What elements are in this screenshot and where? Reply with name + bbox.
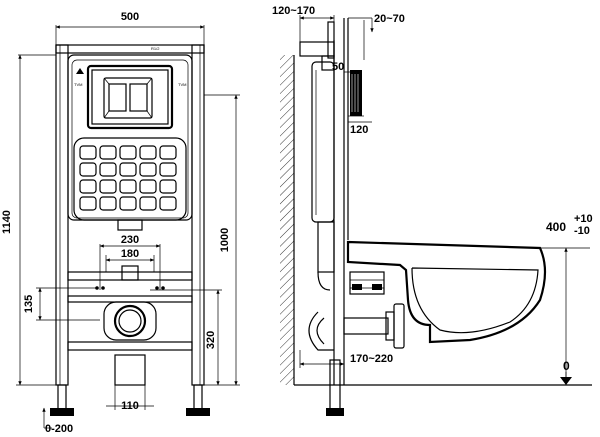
cistern-rib	[139, 162, 157, 177]
cistern-rib	[79, 179, 97, 194]
flush-plate-frame	[86, 64, 174, 130]
dim-230: 230	[99, 234, 161, 290]
dim-label-1140: 1140	[1, 210, 13, 234]
dim-110: 110	[106, 385, 154, 412]
dim-label-zero: 0	[563, 359, 570, 373]
cistern-rib	[99, 162, 117, 177]
cistern-bottom-tab	[117, 219, 143, 231]
side-lower-box	[317, 221, 335, 273]
cistern-rib	[159, 162, 177, 177]
side-stud-assembly	[349, 271, 385, 295]
warning-triangle-icon	[76, 68, 84, 74]
dim-0-200: 0-200	[42, 407, 73, 435]
flush-button-left	[108, 83, 127, 112]
dim-label-0-200: 0-200	[45, 423, 73, 435]
dim-20-70: 20~70	[348, 13, 405, 60]
bottom-rail	[67, 341, 193, 351]
dim-180: 180	[105, 248, 155, 272]
cistern-rib	[119, 162, 137, 177]
dim-label-320: 320	[205, 331, 217, 349]
dim-label-20-70: 20~70	[374, 13, 405, 25]
dim-bowl-height: 400 +10 -10	[546, 213, 593, 386]
dim-label-50: 50	[332, 61, 344, 73]
cistern-rib	[139, 179, 157, 194]
cistern-rib	[139, 145, 157, 160]
flush-button-right	[129, 83, 148, 112]
dim-label-135: 135	[23, 295, 35, 313]
dim-label-400-plus: +10	[574, 213, 593, 225]
dim-label-120: 120	[350, 124, 368, 136]
top-bar	[55, 44, 205, 54]
dim-label-400: 400	[546, 220, 566, 234]
wall-hatch	[280, 55, 294, 385]
flush-plate-lines	[351, 74, 359, 112]
middle-rail	[67, 271, 193, 281]
cistern-ribs	[79, 145, 177, 211]
dim-height-1000: 1000	[204, 94, 240, 386]
dim-50: 50	[332, 61, 362, 73]
drain-outlet-outer	[113, 304, 147, 338]
drain-outlet-inner	[118, 309, 142, 333]
drain-housing	[103, 301, 157, 341]
flush-button-housing	[103, 77, 153, 119]
side-inlet-curve	[317, 271, 331, 291]
feet	[50, 384, 210, 416]
left-post	[55, 44, 69, 386]
dim-wall-depth: 120~170	[272, 5, 335, 55]
side-tag-left: TVM	[74, 82, 82, 87]
cistern-rib	[99, 179, 117, 194]
cistern-rib	[159, 179, 177, 194]
cistern-rib	[119, 196, 137, 211]
dim-width-500: 500	[55, 11, 205, 45]
dim-label-180: 180	[121, 248, 139, 260]
cistern-rib	[79, 196, 97, 211]
drain-pipe-stub	[114, 354, 146, 386]
cistern-rib	[139, 196, 157, 211]
side-top-post	[327, 21, 335, 59]
right-post	[191, 44, 205, 386]
side-drain-pipe	[308, 303, 405, 351]
dim-label-170-220: 170~220	[350, 353, 393, 365]
cistern-rib	[119, 145, 137, 160]
dim-label-120-170: 120~170	[272, 5, 315, 17]
dim-label-500: 500	[121, 11, 139, 23]
cistern-rib	[79, 162, 97, 177]
cistern-rib	[99, 196, 117, 211]
dim-120-side: 120	[348, 115, 372, 136]
dim-label-110: 110	[121, 400, 139, 412]
side-view: 120~170 20~70 50	[272, 5, 593, 416]
stud-holes	[95, 286, 165, 290]
dim-label-1000: 1000	[219, 228, 231, 252]
lower-rail	[67, 295, 193, 303]
cistern-rib	[159, 196, 177, 211]
floor-marker: 0	[560, 359, 572, 385]
side-cistern	[311, 61, 335, 223]
inlet-connector	[121, 265, 139, 281]
cistern-rib	[99, 145, 117, 160]
front-view: 500 1140 1000 320 R1/2	[1, 11, 240, 435]
dim-height-320: 320	[150, 289, 222, 386]
dim-135: 135	[23, 287, 100, 321]
cistern-rib	[159, 145, 177, 160]
side-valve	[321, 55, 335, 71]
dim-170-220: 170~220	[299, 350, 393, 368]
dim-height-1140: 1140	[1, 54, 68, 386]
side-feet	[326, 359, 344, 416]
cistern-rib	[119, 179, 137, 194]
cistern-rib	[79, 145, 97, 160]
side-flush-plate	[350, 70, 362, 116]
plate-top-label: R1/2	[151, 46, 160, 51]
side-top-bracket	[299, 41, 335, 57]
dim-label-230: 230	[121, 234, 139, 246]
cistern-grid-panel	[73, 137, 187, 221]
dim-label-400-minus: -10	[574, 225, 590, 237]
side-tag-right: TVM	[178, 82, 186, 87]
